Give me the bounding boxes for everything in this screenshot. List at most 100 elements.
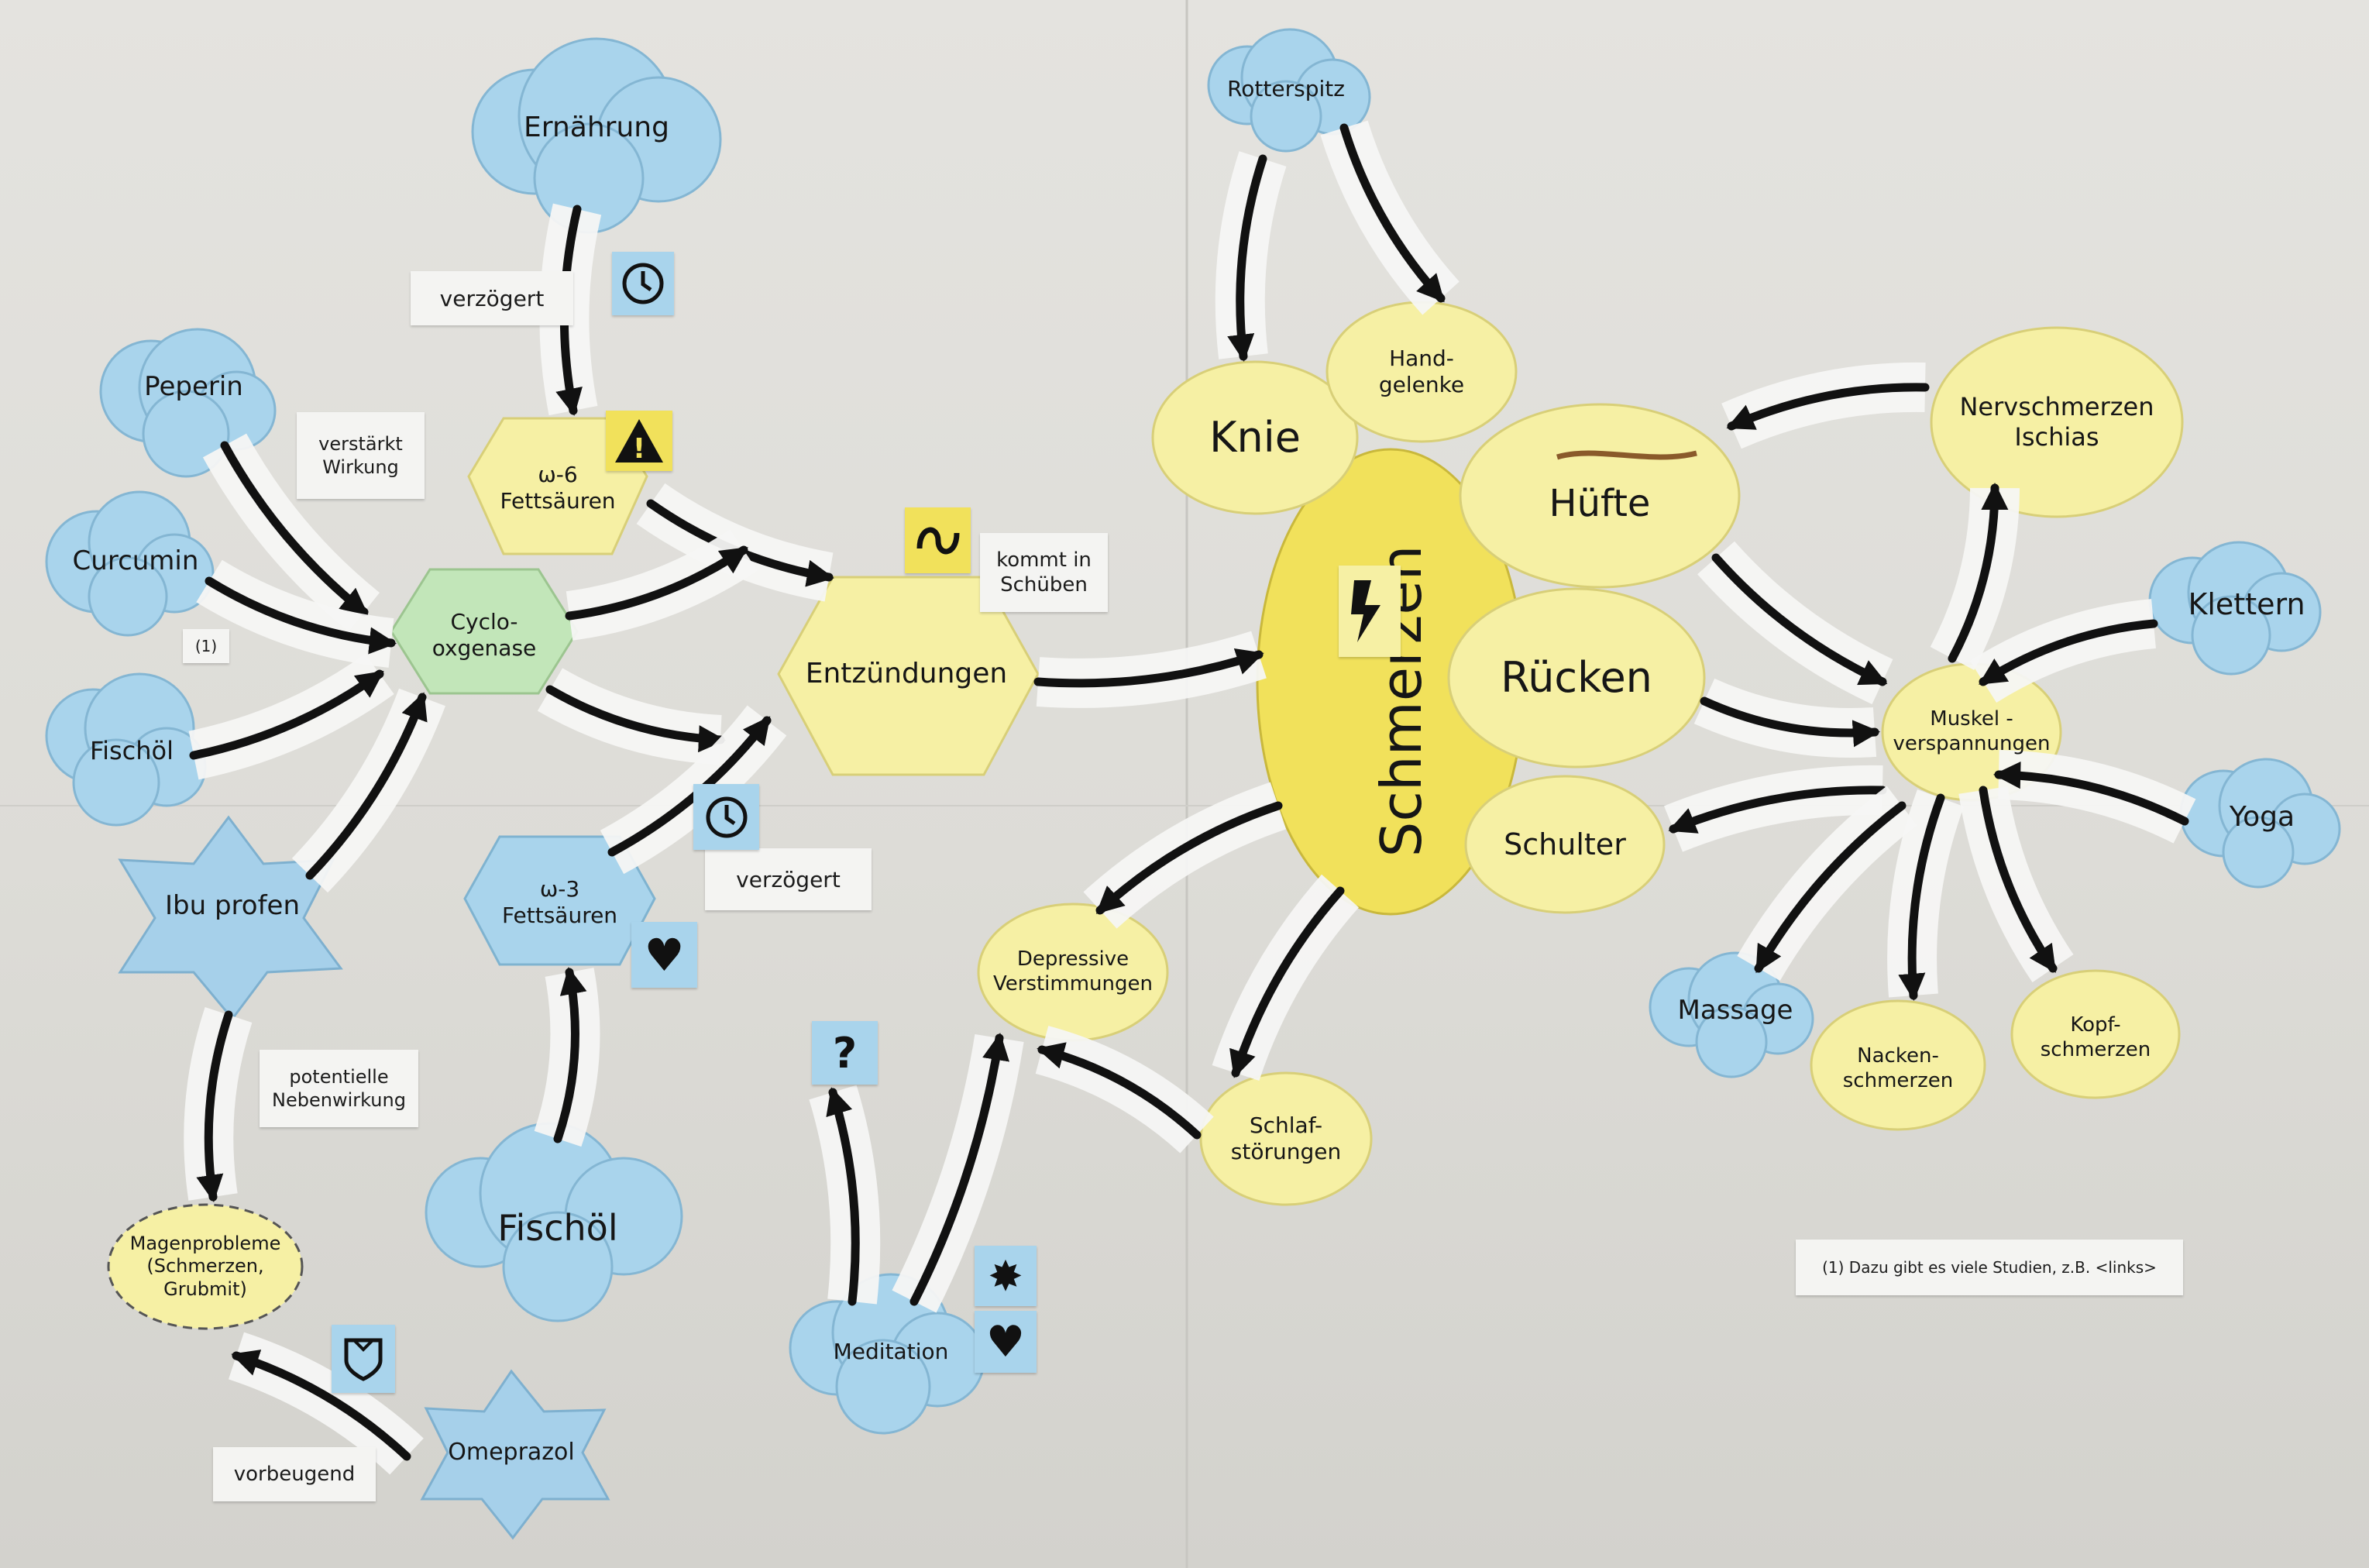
tag-footnote: (1) Dazu gibt es viele Studien, z.B. <li…	[1796, 1240, 2183, 1295]
node-cyclooxygenase: Cyclo- oxgenase	[432, 608, 537, 661]
sun-icon: ✸	[975, 1246, 1037, 1306]
ellipse-shapes	[107, 301, 2184, 1330]
node-rotterspitz-shape	[1207, 28, 1371, 153]
warning-icon-glyph: !	[633, 433, 645, 465]
arrow-meditation-depressive	[909, 1033, 1009, 1306]
node-peperin-shape	[99, 328, 277, 478]
arrow-band-fischoel-cyclo	[188, 653, 394, 780]
arrow-band-schmerzen-schlaf	[1212, 874, 1360, 1081]
arrow-cyclo-omega6	[565, 545, 748, 621]
heart-icon: ♥	[975, 1311, 1037, 1373]
arrow-meditation-question	[826, 1087, 860, 1306]
arrow-huefte-muskel	[1711, 553, 1888, 686]
node-omeprazol-shape	[420, 1369, 610, 1540]
node-ruecken: Rücken	[1501, 653, 1652, 703]
arrow-curcumin-cyclo	[205, 576, 397, 655]
tag-kommt-in-schueben: kommt in Schüben	[980, 533, 1108, 612]
tag-verstaerkt-wirkung: verstärkt Wirkung	[297, 412, 425, 499]
arrow-layer	[184, 120, 2196, 1475]
arrow-band-huefte-muskel	[1697, 541, 1893, 705]
arrow-muskel-nervschmerzen	[1948, 482, 2009, 663]
node-massage-shape	[1649, 951, 1814, 1078]
tag-nebenwirkung: potentielle Nebenwirkung	[260, 1050, 418, 1127]
cloud-shapes	[45, 28, 2341, 1435]
arrow-yoga-muskel	[1993, 762, 2189, 826]
node-nacken-shape	[1810, 999, 1986, 1131]
arrow-rotterspitz-knie	[1227, 154, 1267, 362]
arrow-ruecken-muskel	[1700, 696, 1881, 748]
node-knie-shape	[1151, 360, 1359, 515]
arrow-muskel-nacken	[1898, 793, 1945, 1002]
arrow-cyclo-entzuendungen	[545, 685, 727, 753]
node-peperin: Peperin	[144, 371, 243, 403]
node-curcumin-shape	[45, 490, 215, 637]
arrow-band-rotterspitz-handgelenke	[1320, 120, 1460, 315]
arrow-band-schmerzen-depressive	[1083, 782, 1287, 929]
arrow-band-muskel-massage	[1737, 786, 1917, 982]
node-nervschmerzen-shape	[1930, 326, 2184, 518]
node-depressive: Depressive Verstimmungen	[992, 947, 1153, 995]
arrow-fischoel-omega3	[553, 967, 587, 1143]
arrow-muskel-massage	[1754, 801, 1907, 974]
node-fischoel-left-shape	[45, 672, 207, 827]
tag-vorbeugend: vorbeugend	[213, 1447, 376, 1501]
arrow-ibuprofen-cyclo	[305, 692, 428, 880]
tag-ref-1: (1)	[183, 629, 229, 663]
node-omega3-shape	[463, 835, 656, 966]
node-rotterspitz: Rotterspitz	[1227, 75, 1345, 101]
node-fischoel-left: Fischöl	[90, 736, 174, 766]
node-schulter-shape	[1464, 775, 1666, 914]
arrow-fischoel-cyclo	[189, 669, 384, 760]
node-ibuprofen: Ibu profen	[164, 890, 301, 922]
arrow-rotterspitz-handgelenke	[1339, 123, 1446, 303]
node-omeprazol: Omeprazol	[448, 1438, 575, 1466]
node-nacken: Nacken- schmerzen	[1842, 1044, 1954, 1092]
lightning-icon	[1339, 566, 1401, 657]
clock-icon	[693, 784, 759, 850]
clock-icon	[612, 252, 674, 315]
node-yoga-shape	[2179, 758, 2341, 889]
node-nervschmerzen: Nervschmerzen Ischias	[1959, 391, 2154, 452]
arrow-band-muskel-kopf	[1958, 786, 2074, 982]
arrow-schlaf-depressive	[1037, 1042, 1202, 1140]
node-fischoel-bottom: Fischöl	[497, 1206, 618, 1249]
arrow-muskel-schulter	[1668, 786, 1887, 834]
arrow-band-klettern-muskel	[1969, 599, 2157, 703]
node-magenprobleme: Magenprobleme (Schmerzen, Grubmit)	[129, 1233, 281, 1300]
arrow-nervschmerzen-huefte	[1726, 383, 1930, 431]
heart-icon: ♥	[631, 922, 697, 988]
question-icon: ?	[812, 1021, 878, 1085]
node-omega3: ω-3 Fettsäuren	[501, 875, 618, 928]
node-muskel: Muskel - verspannungen	[1893, 707, 2051, 755]
node-kopf: Kopf- schmerzen	[2040, 1013, 2151, 1061]
node-schlaf-shape	[1199, 1071, 1373, 1206]
arrow-entzuendungen-schmerzen	[1033, 648, 1264, 688]
arrow-muskel-kopf	[1979, 786, 2058, 973]
node-ernaehrung-shape	[471, 37, 722, 234]
arrow-schmerzen-depressive	[1095, 801, 1283, 915]
node-magenprobleme-shape	[107, 1203, 304, 1330]
node-klettern: Klettern	[2188, 586, 2305, 621]
node-klettern-shape	[2148, 541, 2322, 676]
node-curcumin: Curcumin	[72, 545, 199, 577]
tag-verzoegert-top: verzögert	[411, 271, 573, 325]
arrow-schmerzen-schlaf	[1229, 886, 1345, 1078]
node-entzuendungen: Entzündungen	[805, 658, 1008, 690]
node-schulter: Schulter	[1504, 827, 1626, 861]
shield-icon	[332, 1325, 395, 1393]
wave-icon	[905, 507, 971, 573]
node-knie: Knie	[1209, 413, 1301, 462]
node-omega6: ω-6 Fettsäuren	[500, 461, 616, 514]
node-ernaehrung: Ernährung	[524, 112, 669, 144]
arrow-klettern-muskel	[1979, 619, 2158, 686]
node-yoga: Yoga	[2229, 801, 2295, 834]
node-ruecken-shape	[1447, 587, 1706, 769]
arrow-omeprazol-magenprobleme	[231, 1350, 411, 1461]
node-omega6-shape	[467, 417, 648, 555]
node-massage: Massage	[1677, 995, 1793, 1026]
node-huefte: Hüfte	[1549, 481, 1651, 525]
arrow-band-schlaf-depressive	[1035, 1026, 1214, 1154]
arrow-band-cyclo-entzuendungen	[537, 668, 722, 765]
